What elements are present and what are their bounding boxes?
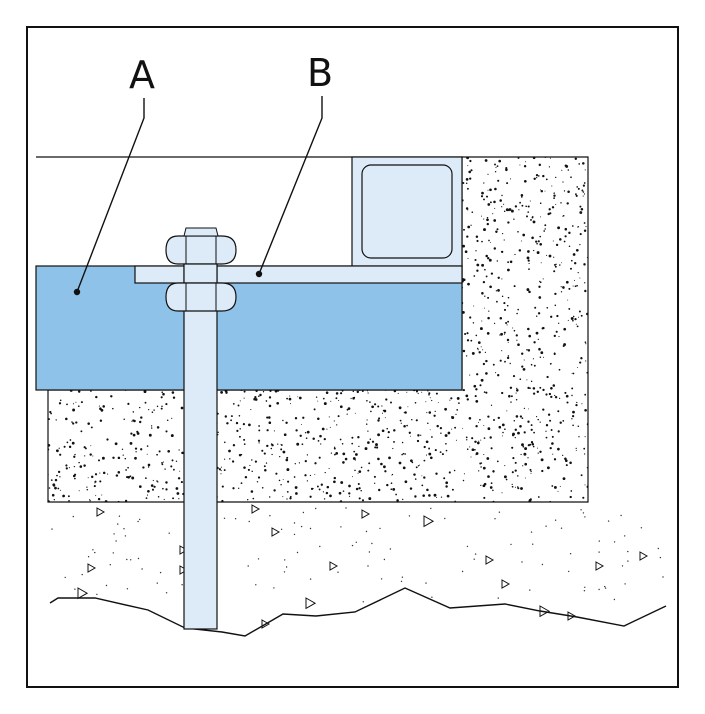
- upper-nut: [165, 235, 237, 265]
- callout-a-dot: [73, 288, 81, 296]
- callout-b-leader: [258, 96, 323, 275]
- callout-a-leader: [76, 98, 145, 293]
- washer: [183, 263, 218, 284]
- ground-line: [49, 587, 667, 637]
- callout-b: B: [255, 51, 333, 278]
- square-tube-inner: [361, 164, 453, 259]
- lower-nut: [165, 282, 237, 312]
- callout-a-label: A: [129, 53, 155, 97]
- callout-a: A: [73, 53, 155, 296]
- blue-member: [35, 265, 463, 391]
- callout-b-label: B: [307, 51, 333, 95]
- callout-b-dot: [255, 270, 263, 278]
- upper-nut-cap: [183, 227, 219, 237]
